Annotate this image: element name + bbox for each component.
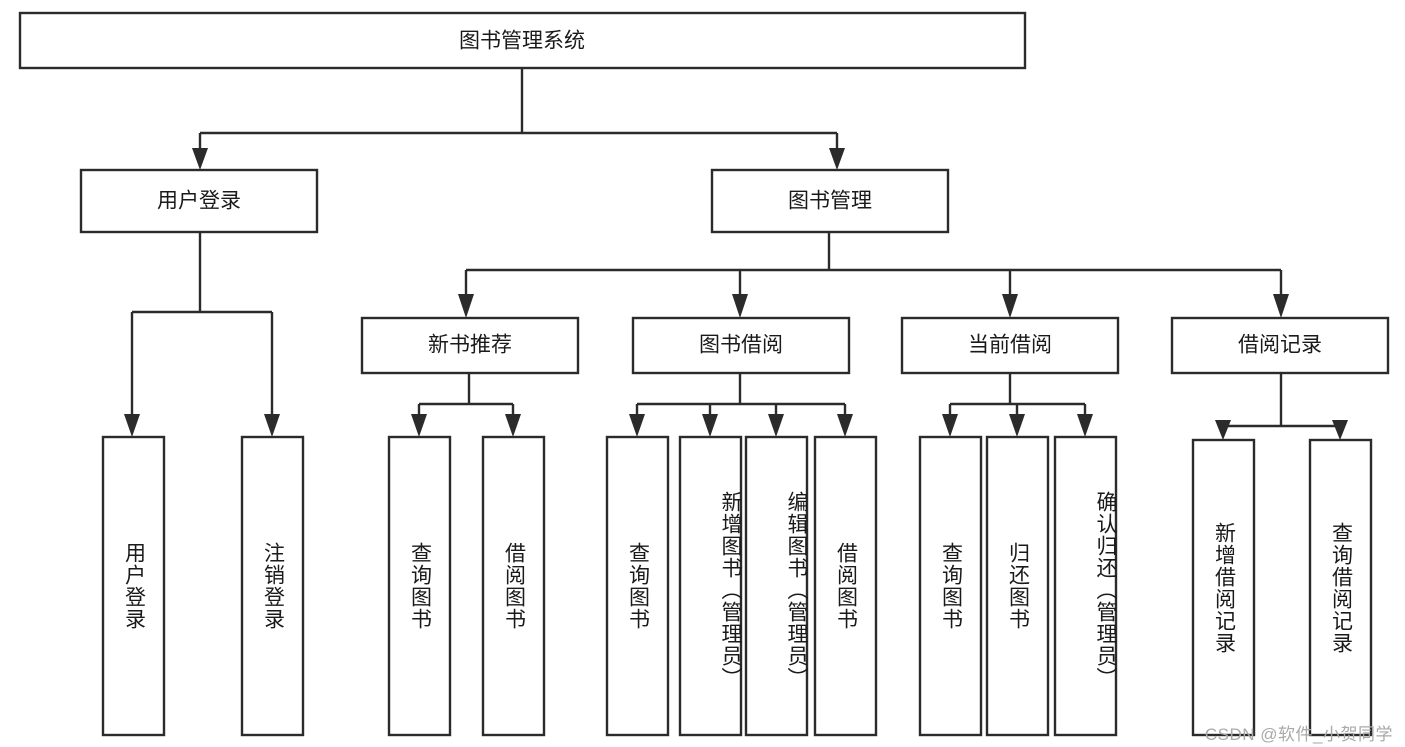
node-leaf-borrow-book-1[interactable] — [481, 435, 546, 737]
node-book-manage-label: 图书管理 — [788, 190, 872, 213]
connector-current-borrow-to-leaves — [942, 373, 1093, 437]
arrow-head-borrow-record — [1273, 294, 1289, 318]
arrow-head-leaf-query-book-1 — [411, 414, 427, 437]
arrow-head-leaf-return-book — [1009, 414, 1025, 437]
arrow-head-leaf-user-login — [124, 414, 140, 437]
node-borrow-record-label: 借阅记录 — [1238, 334, 1322, 357]
node-leaf-query-book-3[interactable] — [918, 435, 983, 737]
node-leaf-edit-book[interactable] — [744, 435, 809, 737]
connector-book-manage-to-level3 — [458, 232, 1289, 318]
node-root-label: 图书管理系统 — [459, 30, 585, 53]
csdn-watermark: CSDN @软件_小贺同学 — [1204, 725, 1393, 744]
arrow-head-leaf-add-record — [1215, 420, 1231, 440]
connector-root-to-level2 — [192, 68, 845, 170]
arrow-head-leaf-borrow-book-2 — [837, 414, 853, 437]
node-user-login-label: 用户登录 — [157, 190, 241, 213]
arrow-head-leaf-query-book-2 — [629, 414, 645, 437]
arrow-head-book-borrow — [732, 294, 748, 318]
connector-borrow-record-to-leaves — [1215, 373, 1348, 440]
node-new-book-rec-label: 新书推荐 — [428, 334, 512, 357]
connector-user-login-to-leaves — [124, 232, 280, 437]
node-leaf-query-record[interactable] — [1308, 438, 1373, 737]
node-leaf-query-book-1[interactable] — [387, 435, 452, 737]
arrow-head-leaf-query-record — [1332, 420, 1348, 440]
arrow-head-leaf-add-book — [702, 414, 718, 437]
arrow-head-new-book-rec — [458, 294, 474, 318]
arrow-head-leaf-borrow-book-1 — [505, 414, 521, 437]
node-current-borrow-label: 当前借阅 — [968, 334, 1052, 357]
arrow-head-current-borrow — [1002, 294, 1018, 318]
arrow-head-book-manage — [829, 148, 845, 170]
node-root[interactable]: 图书管理系统 — [18, 11, 1027, 70]
node-leaf-add-record[interactable] — [1191, 438, 1256, 737]
node-leaf-logout[interactable] — [240, 435, 305, 737]
node-book-borrow[interactable]: 图书借阅 — [631, 316, 851, 375]
node-book-borrow-label: 图书借阅 — [699, 334, 783, 357]
connector-new-book-rec-to-leaves — [411, 373, 521, 437]
node-leaf-user-login[interactable] — [101, 435, 166, 737]
node-new-book-rec[interactable]: 新书推荐 — [360, 316, 580, 375]
arrow-head-leaf-logout — [264, 414, 280, 437]
node-leaf-confirm-return[interactable] — [1053, 435, 1118, 737]
connector-book-borrow-to-leaves — [629, 373, 853, 437]
node-leaf-query-book-2[interactable] — [605, 435, 670, 737]
node-book-manage[interactable]: 图书管理 — [710, 168, 950, 234]
arrow-head-user-login — [192, 148, 208, 170]
node-leaf-add-book[interactable] — [678, 435, 743, 737]
node-borrow-record[interactable]: 借阅记录 — [1170, 316, 1390, 375]
node-leaf-borrow-book-2[interactable] — [813, 435, 878, 737]
arrow-head-leaf-confirm-return — [1077, 414, 1093, 437]
node-current-borrow[interactable]: 当前借阅 — [900, 316, 1120, 375]
node-user-login[interactable]: 用户登录 — [79, 168, 319, 234]
arrow-head-leaf-query-book-3 — [942, 414, 958, 437]
arrow-head-leaf-edit-book — [768, 414, 784, 437]
node-leaf-return-book[interactable] — [985, 435, 1050, 737]
